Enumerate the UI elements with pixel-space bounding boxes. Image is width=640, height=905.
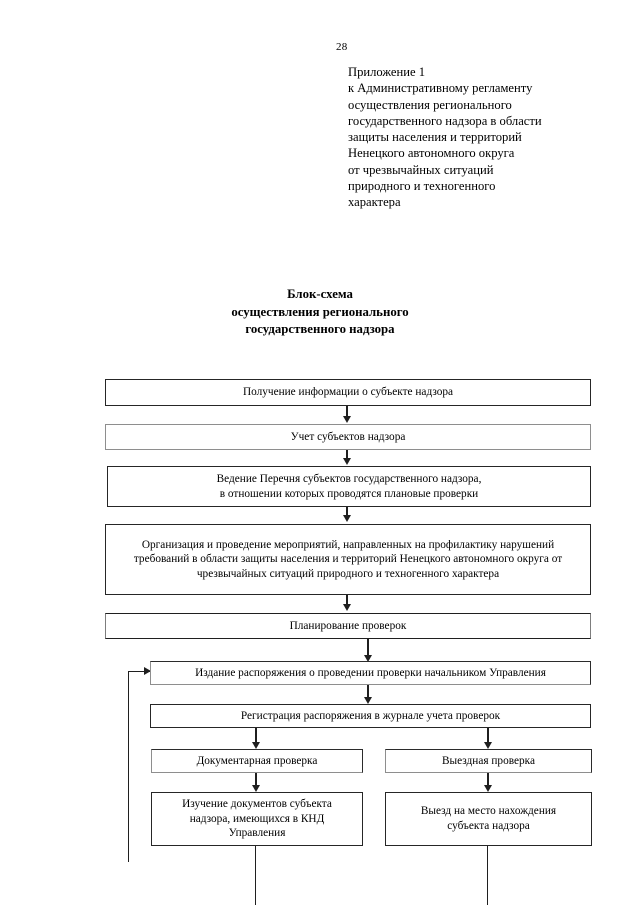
appendix-line: осуществления регионального	[348, 97, 512, 112]
arrow-down-icon	[364, 697, 372, 704]
title-line: государственного надзора	[245, 322, 395, 336]
flow-node-label: Планирование проверок	[289, 619, 407, 632]
arrow-down-icon	[343, 458, 351, 465]
arrow-down-icon	[343, 604, 351, 611]
connector-n7-n8	[255, 728, 257, 744]
connector-n8-n10	[255, 773, 257, 787]
flow-node-poluchenie-informacii: Получение информации о субъекте надзора	[105, 379, 591, 406]
appendix-line: природного и техногенного	[348, 179, 496, 194]
connector-n6-n7	[367, 685, 369, 699]
page-number: 28	[336, 41, 348, 53]
connector-n7-n9	[487, 728, 489, 744]
flow-node-label: Документарная проверка	[196, 754, 318, 767]
flow-node-planirovanie-proverok: Планирование проверок	[105, 613, 591, 639]
appendix-line: к Административному регламенту	[348, 81, 533, 96]
connector-n10-continues	[255, 846, 256, 905]
arrow-down-icon	[484, 785, 492, 792]
flow-node-label: Изучение документов субъекта надзора, им…	[182, 798, 332, 840]
arrow-down-icon	[252, 742, 260, 749]
flow-node-vyezd-na-mesto: Выезд на место нахождения субъекта надзо…	[385, 792, 592, 846]
flow-node-izdanie-rasporyazheniya: Издание распоряжения о проведении провер…	[150, 661, 591, 685]
arrow-down-icon	[484, 742, 492, 749]
flow-node-label: Организация и проведение мероприятий, на…	[133, 538, 563, 580]
connector-n3-n4	[346, 507, 348, 518]
appendix-line: от чрезвычайных ситуаций	[348, 162, 494, 177]
appendix-line: защиты населения и территорий	[348, 130, 522, 145]
flow-node-label: Ведение Перечня субъектов государственно…	[216, 472, 482, 500]
connector-n5-n6	[367, 639, 369, 657]
connector-n11-continues	[487, 846, 488, 905]
connector-n4-n5	[346, 595, 348, 607]
flow-node-vyezdnaya-proverka: Выездная проверка	[385, 749, 592, 773]
flow-node-label: Издание распоряжения о проведении провер…	[195, 666, 546, 679]
appendix-line: Приложение 1	[348, 65, 426, 79]
appendix-line: Ненецкого автономного округа	[348, 146, 515, 161]
flow-node-izuchenie-dokumentov: Изучение документов субъекта надзора, им…	[151, 792, 363, 846]
connector-n2-n3	[346, 450, 348, 460]
connector-n1-n2	[346, 406, 348, 418]
feedback-loop-vertical	[128, 672, 129, 862]
flow-node-label: Учет субъектов надзора	[290, 430, 406, 443]
flow-node-label: Получение информации о субъекте надзора	[242, 386, 454, 399]
title-line: осуществления регионального	[231, 304, 409, 319]
flow-node-dokumentarnaya-proverka: Документарная проверка	[151, 749, 363, 773]
page-title: Блок-схема осуществления регионального г…	[170, 286, 470, 339]
flow-node-uchet-subektov: Учет субъектов надзора	[105, 424, 591, 450]
appendix-line: характера	[348, 195, 401, 210]
flow-node-label: Выезд на место нахождения субъекта надзо…	[420, 805, 557, 832]
flow-node-label: Выездная проверка	[442, 754, 535, 767]
appendix-line: государственного надзора в области	[348, 113, 542, 128]
flow-node-label: Регистрация распоряжения в журнале учета…	[240, 709, 501, 722]
flow-node-organizaciya-meropriyatij: Организация и проведение мероприятий, на…	[105, 524, 591, 595]
arrow-down-icon	[364, 655, 372, 662]
appendix-header-block: Приложение 1 к Административному регламе…	[348, 64, 598, 211]
feedback-loop-horizontal	[128, 671, 150, 672]
flow-node-vedenie-perechnya: Ведение Перечня субъектов государственно…	[107, 466, 591, 507]
arrow-right-icon	[144, 667, 151, 675]
arrow-down-icon	[343, 515, 351, 522]
arrow-down-icon	[343, 416, 351, 423]
connector-n9-n11	[487, 773, 489, 787]
title-line: Блок-схема	[287, 287, 353, 301]
flow-node-registraciya-rasporyazheniya: Регистрация распоряжения в журнале учета…	[150, 704, 591, 728]
arrow-down-icon	[252, 785, 260, 792]
